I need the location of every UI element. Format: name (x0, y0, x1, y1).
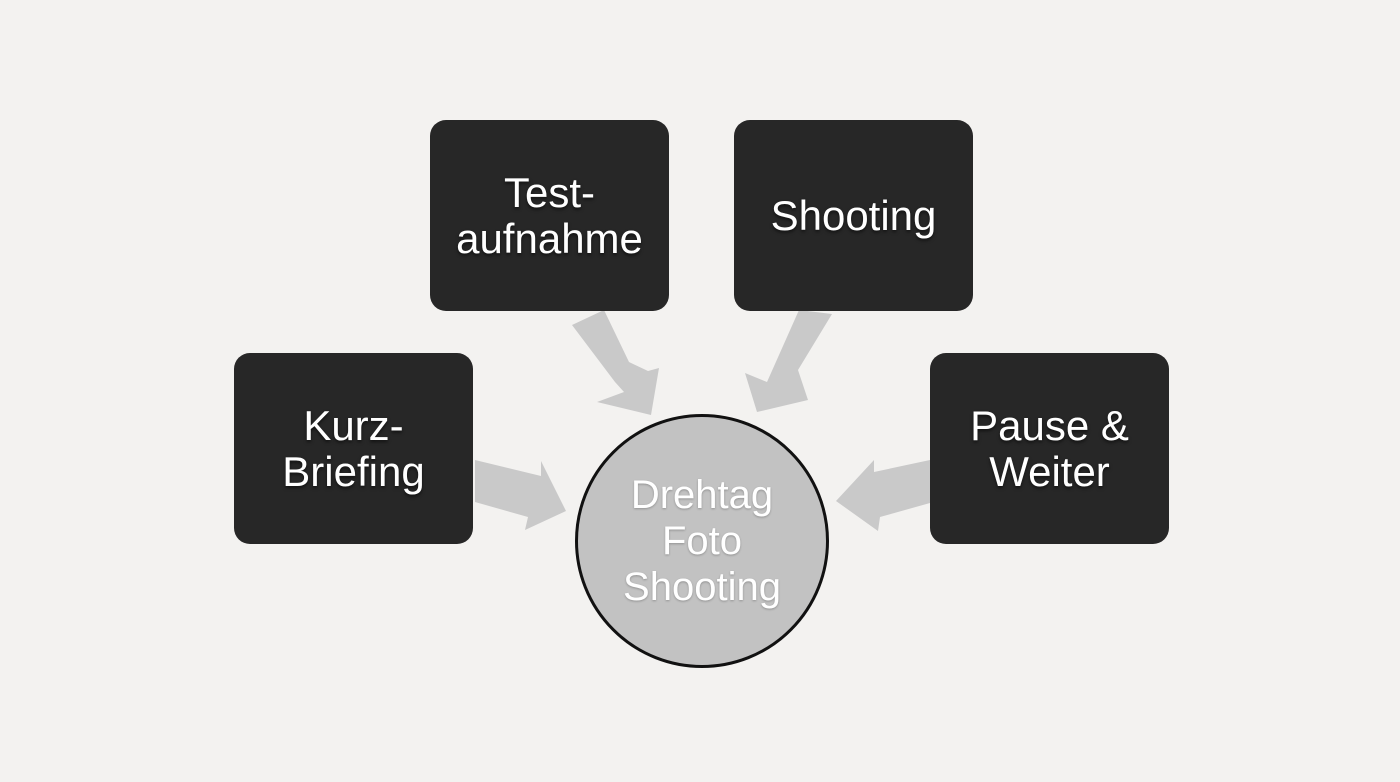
node-pause-weiter: Pause & Weiter (930, 353, 1169, 544)
node-kurz-briefing: Kurz- Briefing (234, 353, 473, 544)
arrow-test-to-hub (572, 310, 659, 415)
node-pause-weiter-line-1: Pause & (970, 401, 1129, 449)
node-kurz-briefing-line-1: Kurz- (303, 401, 404, 449)
hub-drehtag-foto-shooting: Drehtag Foto Shooting (575, 414, 829, 668)
node-testaufnahme-line-1: Test- (503, 168, 595, 216)
node-pause-weiter-line-2: Weiter (989, 447, 1110, 495)
node-kurz-briefing-line-2: Briefing (282, 447, 425, 495)
arrow-shoot-to-hub (745, 310, 832, 412)
arrow-pause-to-hub (836, 460, 930, 531)
hub-line-2: Foto (661, 519, 743, 563)
node-shooting: Shooting (734, 120, 973, 311)
hub-line-1: Drehtag (630, 473, 774, 517)
node-testaufnahme: Test- aufnahme (430, 120, 669, 311)
hub-line-3: Shooting (623, 565, 781, 609)
node-shooting-line-1: Shooting (770, 191, 937, 239)
arrow-kurz-to-hub (475, 460, 566, 530)
node-testaufnahme-line-2: aufnahme (456, 214, 643, 262)
